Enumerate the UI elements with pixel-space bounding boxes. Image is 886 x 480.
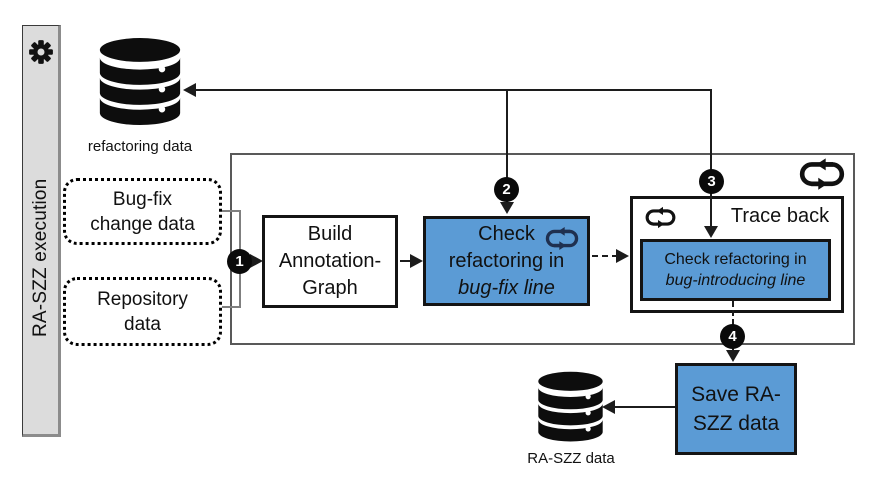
- refactoring-database-label: refactoring data: [87, 138, 193, 155]
- line-step3: [710, 89, 712, 229]
- loop-icon: [542, 226, 582, 251]
- execution-container-frame: [230, 153, 855, 345]
- check-refactoring-bugfix-box: Check refactoring in bug-fix line: [423, 216, 590, 306]
- raszz-database-label: RA-SZZ data: [527, 450, 615, 467]
- repository-data-box: Repository data: [63, 277, 222, 346]
- arrowhead-into-build: [250, 254, 263, 268]
- save-line2: SZZ data: [692, 412, 780, 435]
- build-line3: Graph: [302, 277, 358, 299]
- bugfix-change-data-box: Bug-fix change data: [63, 178, 222, 245]
- loop-icon: [798, 157, 846, 187]
- bugfix-change-data-line1: Bug-fix: [112, 188, 173, 210]
- step-badge-2: 2: [494, 177, 519, 202]
- arrow-save-to-db: [605, 406, 675, 408]
- refactoring-database-icon: [97, 32, 183, 132]
- arrowhead-build-to-check: [410, 254, 423, 268]
- execution-sidebar: RA-SZZ execution: [22, 25, 61, 437]
- step-badge-1: 1: [227, 249, 252, 274]
- line-step2: [506, 89, 508, 205]
- trace-back-title: Trace back: [730, 205, 830, 227]
- arrow-build-to-check: [400, 260, 413, 262]
- check-refactoring-bugintroducing-box: Check refactoring in bug-introducing lin…: [640, 239, 831, 301]
- build-annotation-graph-box: Build Annotation- Graph: [262, 215, 398, 308]
- raszz-database-icon: [536, 367, 605, 447]
- arrowhead-check-to-trace: [616, 249, 629, 263]
- loop-icon: [642, 206, 679, 229]
- check-bugintroducing-line1: Check refactoring in: [664, 251, 807, 268]
- sidebar-label: RA-SZZ execution: [29, 178, 51, 338]
- arrowhead-save-to-db: [602, 400, 615, 414]
- arrowhead-step3: [704, 226, 718, 238]
- dashed-arrow-check-to-trace: [592, 255, 618, 257]
- repository-data-line1: Repository: [97, 288, 188, 310]
- bracket-stub-top: [222, 210, 241, 212]
- check-bugintroducing-line2: bug-introducing line: [665, 272, 806, 289]
- arrowhead-into-refactoring-db: [183, 83, 196, 97]
- build-line2: Annotation-: [278, 250, 382, 272]
- bugfix-change-data-line2: change data: [90, 213, 195, 235]
- save-line1: Save RA-: [691, 383, 781, 406]
- save-raszz-data-box: Save RA- SZZ data: [675, 363, 797, 455]
- check-bugfix-line1: Check: [478, 222, 535, 245]
- bracket-stub-bottom: [222, 306, 241, 308]
- dashed-line-trace-to-save: [732, 301, 734, 325]
- step-badge-4: 4: [720, 324, 745, 349]
- arrowhead-step2: [500, 202, 514, 214]
- check-bugfix-line2: refactoring in: [448, 249, 565, 272]
- repository-data-line2: data: [124, 313, 161, 335]
- arrowhead-step4: [726, 350, 740, 362]
- trace-back-box: Trace back Check refactoring in bug-intr…: [630, 196, 844, 313]
- check-bugfix-line3: bug-fix line: [458, 276, 555, 299]
- gear-icon: [27, 38, 55, 66]
- build-line1: Build: [307, 223, 353, 245]
- line-step4: [732, 347, 734, 352]
- line-to-refactoring-db: [185, 89, 712, 91]
- step-badge-3: 3: [699, 169, 724, 194]
